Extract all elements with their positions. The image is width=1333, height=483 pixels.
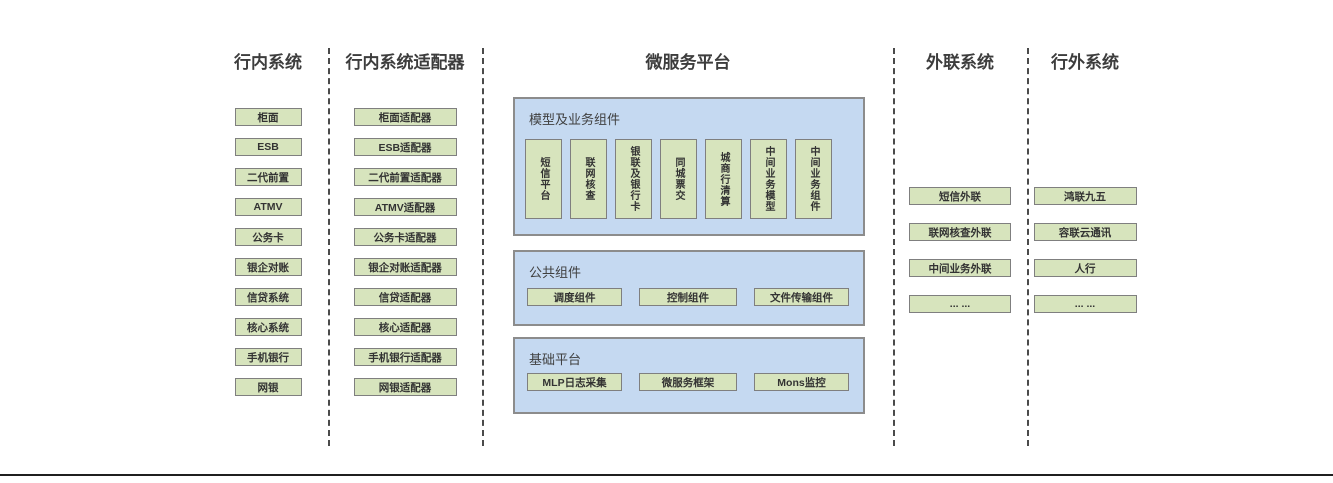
system-box: 银企对账适配器 <box>353 258 457 276</box>
system-box: 核心适配器 <box>353 318 457 336</box>
column-title: 微服务平台 <box>645 53 731 72</box>
component-box-row: 调度组件控制组件文件传输组件 <box>527 288 849 306</box>
system-box: 核心系统 <box>234 318 302 336</box>
footer-rule <box>0 474 1333 476</box>
system-box-list: 鸿联九五容联云通讯人行 ... ... <box>1033 187 1137 313</box>
component-box-vertical: 联网核查 <box>570 139 607 219</box>
system-box: 鸿联九五 <box>1033 187 1137 205</box>
system-box: 网银适配器 <box>353 378 457 396</box>
column-title: 行内系统适配器 <box>345 53 465 72</box>
divider-dashed <box>1027 48 1029 446</box>
section-title: 公共组件 <box>529 265 582 280</box>
system-box: 手机银行适配器 <box>353 348 457 366</box>
column-internal-systems: 行内系统 柜面 ESB 二代前置 ATMV 公务卡银企对账信贷系统核心系统手机银行网银 <box>217 52 319 396</box>
component-box-vertical: 同城票交 <box>660 139 697 219</box>
system-box: 柜面 <box>234 108 302 126</box>
system-box: 信贷适配器 <box>353 288 457 306</box>
component-box-vertical: 短信平台 <box>525 139 562 219</box>
system-box: 公务卡适配器 <box>353 228 457 246</box>
system-box: 中间业务外联 <box>909 259 1011 277</box>
system-box: 联网核查外联 <box>909 223 1011 241</box>
component-box: 控制组件 <box>639 288 737 306</box>
component-box: MLP日志采集 <box>527 373 622 391</box>
panel-base-platform: 基础平台 MLP日志采集微服务框架 Mons监控 <box>513 337 865 414</box>
column-title: 行外系统 <box>1051 53 1119 72</box>
column-internal-adapters: 行内系统适配器 柜面适配器 ESB适配器二代前置适配器 ATMV适配器公务卡适配器银… <box>344 52 466 396</box>
system-box: 容联云通讯 <box>1033 223 1137 241</box>
system-box: 二代前置 <box>234 168 302 186</box>
column-microservice-platform: 微服务平台 <box>482 52 894 74</box>
system-box: ESB <box>234 138 302 156</box>
system-box: 公务卡 <box>234 228 302 246</box>
system-box: 人行 <box>1033 259 1137 277</box>
system-box: ... ... <box>1033 295 1137 313</box>
system-box: ATMV <box>234 198 302 216</box>
system-box: 网银 <box>234 378 302 396</box>
component-box-vertical: 城商行清算 <box>705 139 742 219</box>
component-box-vertical: 银联及银行卡 <box>615 139 652 219</box>
panel-model-business-components: 模型及业务组件 短信平台联网核查银联及银行卡同城票交城商行清算中间业务模型中间业… <box>513 97 865 236</box>
system-box: 短信外联 <box>909 187 1011 205</box>
section-title: 基础平台 <box>529 352 582 367</box>
panel-common-components: 公共组件 调度组件控制组件文件传输组件 <box>513 250 865 326</box>
system-box-list: 短信外联联网核查外联中间业务外联 ... ... <box>909 187 1011 313</box>
system-box-list: 柜面适配器 ESB适配器二代前置适配器 ATMV适配器公务卡适配器银企对账适配器信贷… <box>353 108 457 396</box>
divider-dashed <box>482 48 484 446</box>
column-external-systems: 行外系统 鸿联九五容联云通讯人行 ... ... <box>1033 52 1137 313</box>
component-box: 调度组件 <box>527 288 622 306</box>
component-box-vertical: 中间业务模型 <box>750 139 787 219</box>
vertical-box-row: 短信平台联网核查银联及银行卡同城票交城商行清算中间业务模型中间业务组件 <box>525 139 832 219</box>
divider-dashed <box>328 48 330 446</box>
system-box: 二代前置适配器 <box>353 168 457 186</box>
column-outbound-systems: 外联系统 短信外联联网核查外联中间业务外联 ... ... <box>908 52 1012 313</box>
component-box: Mons监控 <box>754 373 849 391</box>
system-box: ATMV适配器 <box>353 198 457 216</box>
system-box: ESB适配器 <box>353 138 457 156</box>
system-box: 银企对账 <box>234 258 302 276</box>
system-box-list: 柜面 ESB 二代前置 ATMV 公务卡银企对账信贷系统核心系统手机银行网银 <box>234 108 302 396</box>
column-title: 行内系统 <box>234 53 302 72</box>
component-box: 微服务框架 <box>639 373 737 391</box>
component-box-vertical: 中间业务组件 <box>795 139 832 219</box>
system-box: 信贷系统 <box>234 288 302 306</box>
system-box: 手机银行 <box>234 348 302 366</box>
system-box: ... ... <box>909 295 1011 313</box>
divider-dashed <box>893 48 895 446</box>
component-box-row: MLP日志采集微服务框架 Mons监控 <box>527 373 849 391</box>
section-title: 模型及业务组件 <box>529 112 621 127</box>
component-box: 文件传输组件 <box>754 288 849 306</box>
system-box: 柜面适配器 <box>353 108 457 126</box>
column-title: 外联系统 <box>926 53 994 72</box>
